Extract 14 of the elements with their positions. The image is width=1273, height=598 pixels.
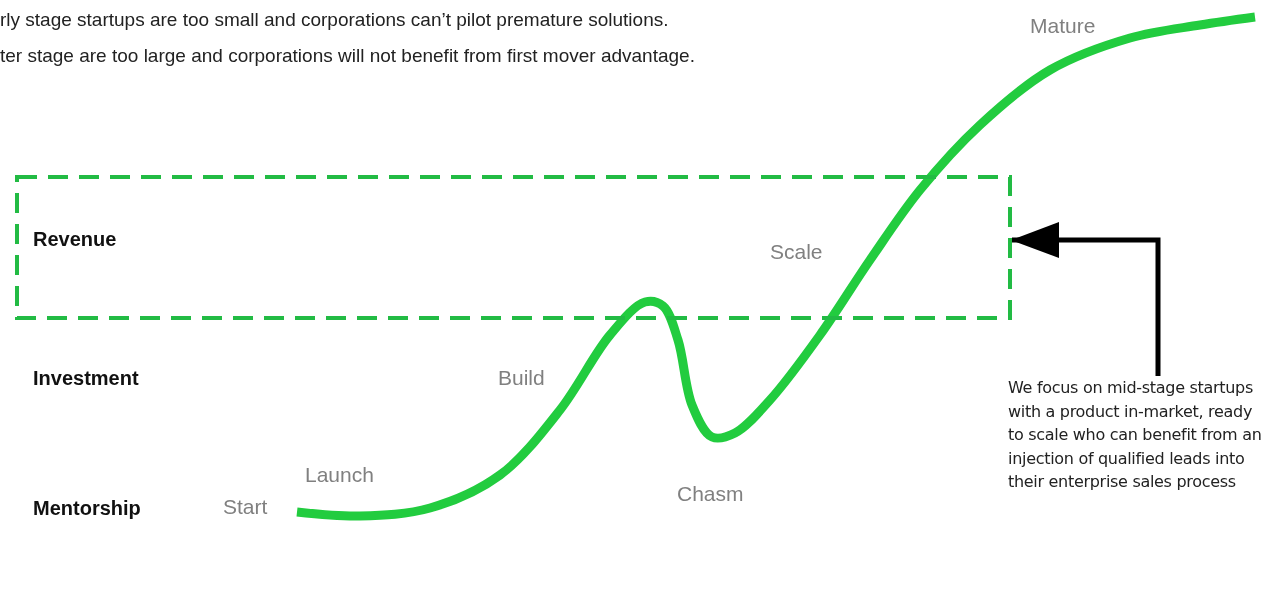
row-label: Revenue <box>33 228 117 251</box>
note-text: rly stage startups are too small and corporations can’t pilot premature solutions. <box>0 9 669 31</box>
note-text: ter stage are too large and corporations will not benefit from first mover advantage. <box>0 45 695 67</box>
row-label: Mentorship <box>33 497 141 520</box>
arrow <box>1011 222 1161 376</box>
dashed-region <box>15 175 1012 320</box>
stage-label: Scale <box>770 240 823 265</box>
stage-label: Start <box>223 495 268 520</box>
row-label: Investment <box>33 367 139 390</box>
callout-text: We focus on mid-stage startups with a product in-market, ready to scale who can benefit from an injection of qualified leads into their enterprise sales process <box>1008 377 1263 493</box>
stage-label: Mature <box>1030 14 1096 39</box>
stage-label: Build <box>498 366 545 391</box>
stage-label: Chasm <box>677 482 744 507</box>
stage-label: Launch <box>305 463 374 488</box>
